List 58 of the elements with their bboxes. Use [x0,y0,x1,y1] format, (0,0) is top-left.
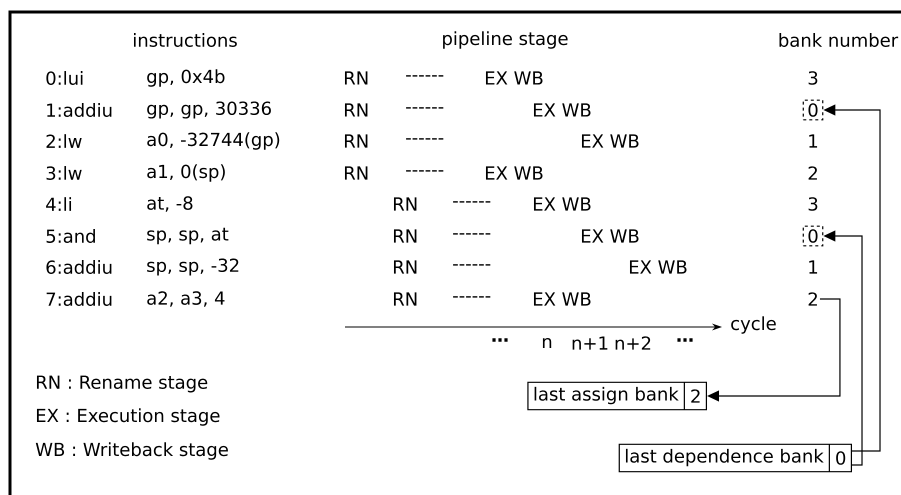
legend-text: WB : Writeback stage [36,442,228,460]
instruction-operands: gp, 0x4b [147,69,224,87]
stage-dashes: ------ [453,296,490,298]
stage-label: RN [344,166,368,180]
cycle-tick: n+1 [572,336,608,350]
stage-dashes: ------ [406,170,444,172]
column-header: pipeline stage [443,31,568,49]
instruction-opcode: 7:addiu [46,292,112,306]
instruction-operands: at, -8 [147,196,192,212]
stage-label: RN [394,229,416,243]
stage-label: EX WB [630,260,686,274]
register-box: last dependence bank 0 [618,444,852,472]
instruction-opcode: 2:lw [46,134,82,148]
highlighted-bank-number: 0 [802,100,824,120]
cycle-tick: n [542,338,552,348]
instruction-operands: a2, a3, 4 [147,291,224,307]
instruction-opcode: 6:addiu [46,260,112,274]
stage-dashes: ------ [453,233,490,235]
column-header: bank number [780,33,898,47]
instruction-opcode: 3:lw [46,166,82,180]
stage-label: RN [394,260,416,274]
stage-label: RN [394,292,416,306]
instruction-opcode: 1:addiu [47,103,112,117]
instruction-operands: sp, sp, -32 [147,258,238,276]
axis-label: cycle [731,316,776,334]
cycle-tick: … [677,338,693,342]
register-box: last assign bank 2 [527,382,707,410]
stage-label: RN [394,197,416,211]
stage-dashes: ------ [453,264,490,266]
stage-label: EX WB [486,71,542,85]
column-header: instructions [134,33,237,47]
legend-text: EX : Execution stage [36,408,220,426]
stage-label: RN [344,134,368,148]
instruction-operands: sp, sp, at [147,228,228,244]
stage-label: EX WB [534,197,590,211]
stage-label: EX WB [486,166,542,180]
instruction-opcode: 5:and [46,229,95,243]
stage-dashes: ------ [453,201,490,203]
stage-label: EX WB [582,229,638,243]
stage-dashes: ------ [406,138,444,140]
instruction-opcode: 4:li [46,197,72,211]
cycle-tick: … [492,338,508,342]
stage-label: EX WB [534,103,590,117]
cycle-tick: n+2 [616,336,650,350]
stage-dashes: ------ [406,107,444,109]
legend-text: RN : Rename stage [36,376,208,392]
stage-label: EX WB [582,134,638,148]
stage-dashes: ------ [406,75,444,77]
stage-label: EX WB [534,292,590,306]
highlighted-bank-number: 0 [802,226,824,246]
bank-number: 2 [808,292,817,306]
instruction-operands: a0, -32744(gp) [147,132,280,150]
instruction-opcode: 0:lui [46,71,82,85]
stage-label: RN [344,103,368,117]
stage-label: RN [344,71,368,85]
instruction-operands: a1, 0(sp) [147,164,225,182]
bank-number: 2 [808,166,817,180]
instruction-operands: gp, gp, 30336 [147,101,271,119]
